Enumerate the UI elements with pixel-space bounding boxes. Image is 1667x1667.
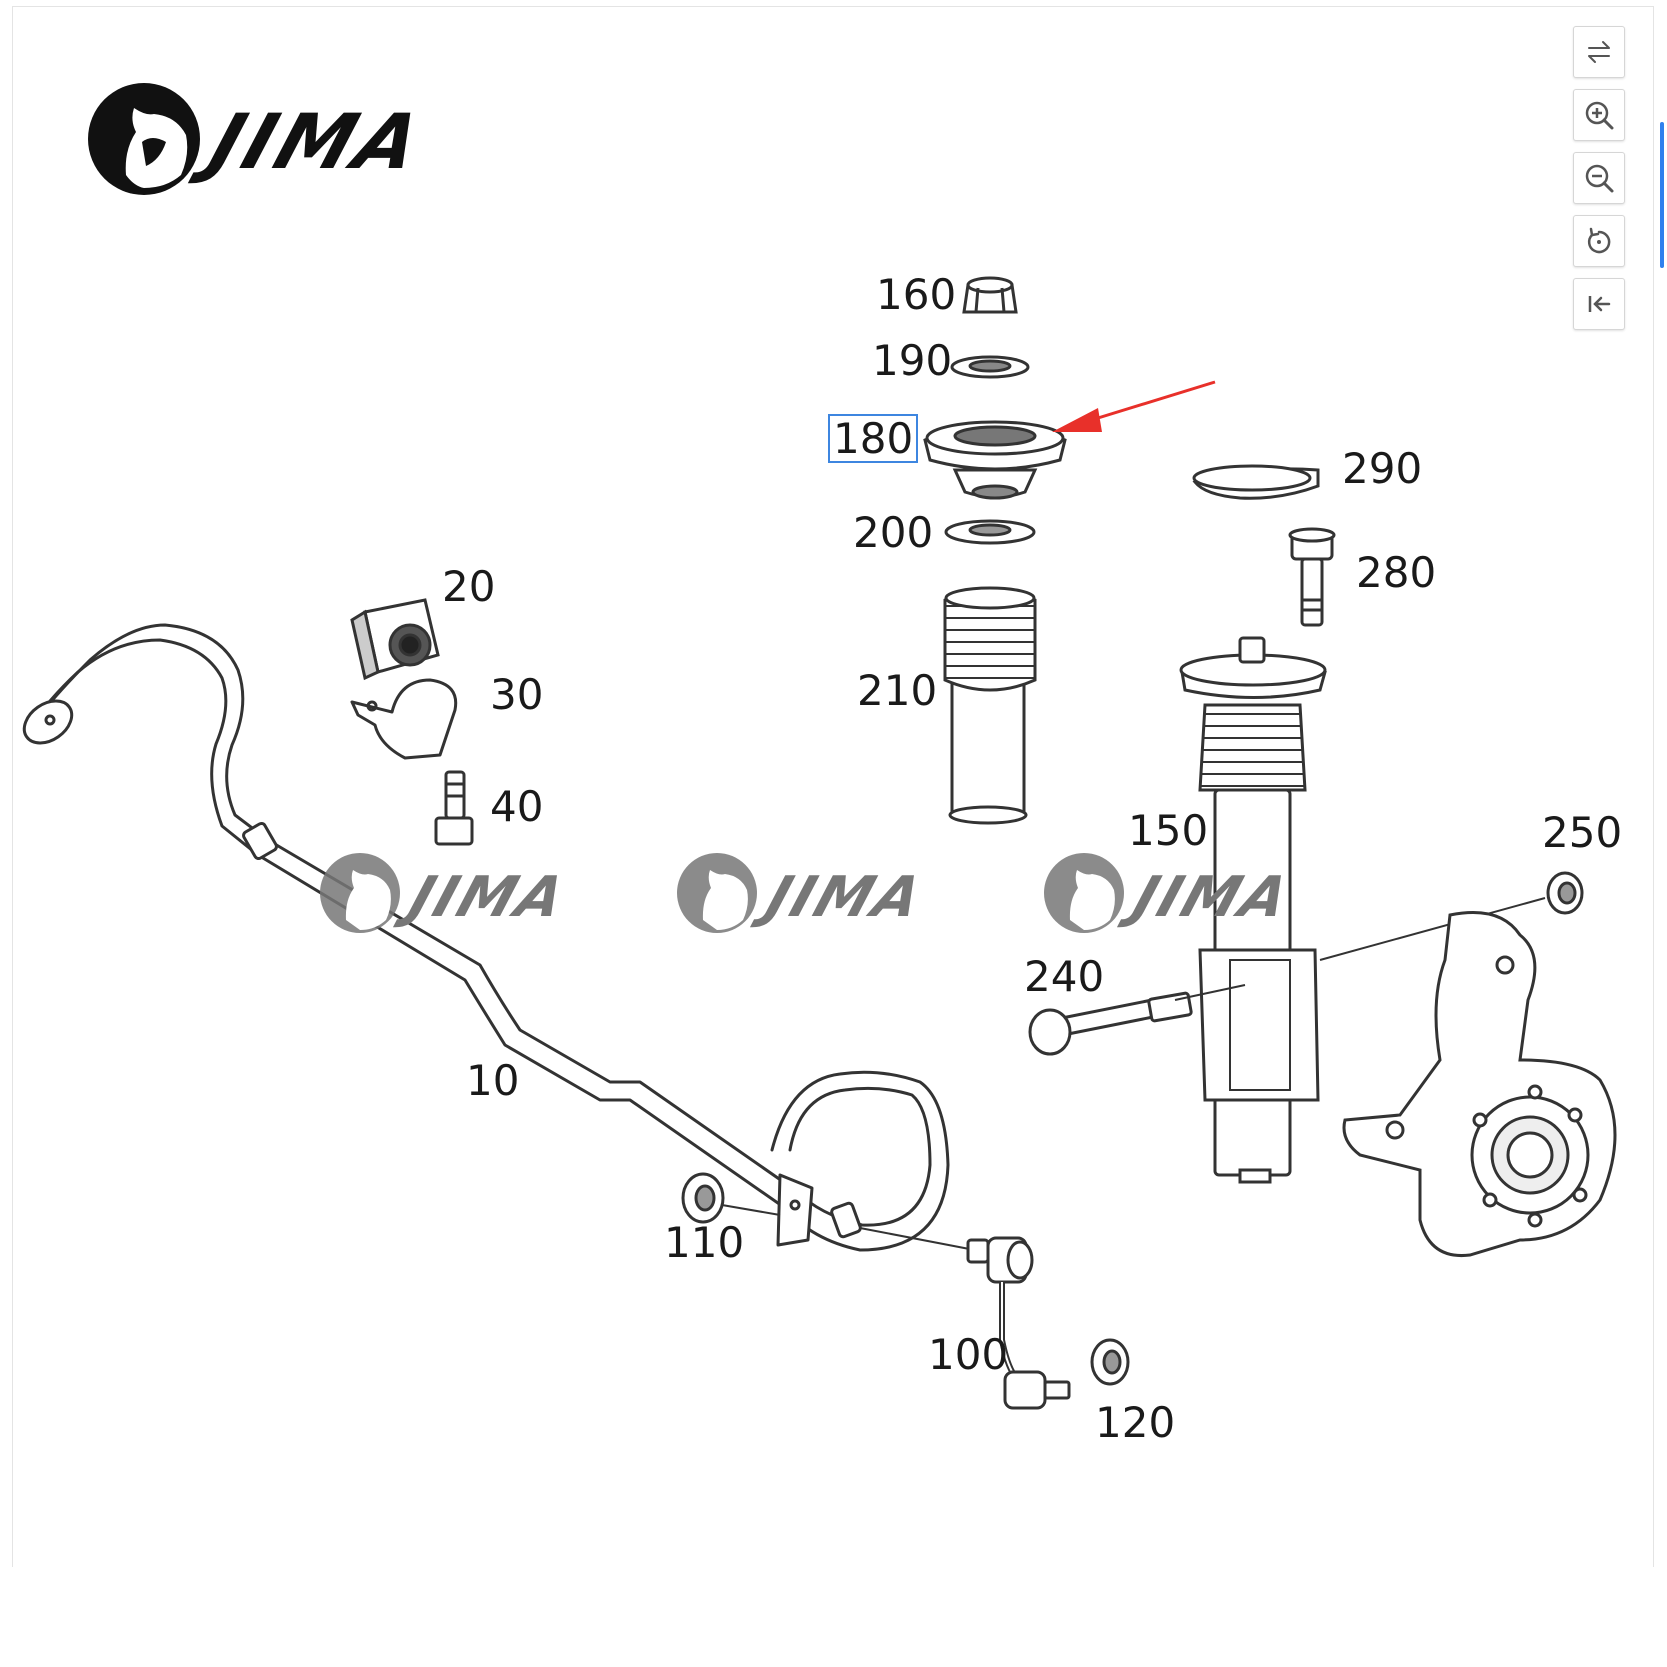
zoom-in-icon [1585, 101, 1614, 130]
strut-assembly-part[interactable] [1179, 636, 1327, 1184]
dust-boot-part[interactable] [943, 586, 1037, 825]
callout-290[interactable]: 290 [1342, 444, 1423, 493]
steering-knuckle-part[interactable] [1342, 911, 1617, 1258]
callout-280[interactable]: 280 [1356, 548, 1437, 597]
zoom-in-button[interactable] [1573, 89, 1625, 141]
strut-knuckle-bolt-part[interactable] [1028, 984, 1246, 1056]
stabilizer-link-part[interactable] [859, 1227, 1071, 1410]
collapse-left-icon [1588, 296, 1611, 312]
top-nut-part[interactable] [962, 276, 1018, 314]
watermark-logo: JIMA [1042, 848, 1342, 942]
stabilizer-bar-part[interactable] [16, 623, 950, 1252]
callout-30[interactable]: 30 [490, 670, 544, 719]
highlight-arrow [1052, 380, 1216, 432]
watermark-text: JIMA [749, 864, 933, 929]
stabilizer-bushing-part[interactable] [350, 598, 440, 681]
diagram-frame [12, 6, 1654, 1567]
watermark-logo: JIMA [318, 848, 618, 942]
callout-160[interactable]: 160 [876, 270, 957, 319]
watermark-text: JIMA [1116, 864, 1300, 929]
washer-part[interactable] [950, 355, 1030, 379]
callout-10[interactable]: 10 [466, 1056, 520, 1105]
callout-190[interactable]: 190 [872, 336, 953, 385]
brand-name: JIMA [187, 99, 435, 187]
watermark-logo: JIMA [675, 848, 975, 942]
callout-20[interactable]: 20 [442, 562, 496, 611]
horse-head-icon: JIMA [1044, 853, 1300, 933]
callout-120[interactable]: 120 [1095, 1398, 1176, 1447]
horse-head-icon: JIMA [677, 853, 933, 933]
knuckle-nut-part[interactable] [1319, 871, 1584, 961]
callout-250[interactable]: 250 [1542, 808, 1623, 857]
bracket-bolt-part[interactable] [434, 770, 474, 846]
callout-100[interactable]: 100 [928, 1330, 1009, 1379]
zoom-out-button[interactable] [1573, 152, 1625, 204]
horse-head-icon: JIMA [88, 83, 435, 195]
horse-head-icon: JIMA [320, 853, 576, 933]
callout-40[interactable]: 40 [490, 782, 544, 831]
callout-110[interactable]: 110 [664, 1218, 745, 1267]
bushing-bracket-part[interactable] [350, 678, 458, 760]
zoom-out-icon [1585, 164, 1614, 193]
swap-button[interactable] [1573, 26, 1625, 78]
stabilizer-nut-part[interactable] [681, 1172, 781, 1224]
strut-top-bolt-part[interactable] [1288, 527, 1336, 627]
callout-240[interactable]: 240 [1024, 952, 1105, 1001]
watermark-text: JIMA [392, 864, 576, 929]
callout-200[interactable]: 200 [853, 508, 934, 557]
rotate-button[interactable] [1573, 215, 1625, 267]
spring-pad-part[interactable] [1192, 464, 1320, 500]
brand-logo: JIMA [86, 80, 506, 202]
collapse-button[interactable] [1573, 278, 1625, 330]
callout-210[interactable]: 210 [857, 666, 938, 715]
spring-plate-part[interactable] [944, 519, 1036, 545]
scroll-indicator[interactable] [1660, 122, 1664, 268]
callout-150[interactable]: 150 [1128, 806, 1209, 855]
swap-icon [1588, 41, 1610, 63]
rotate-icon [1587, 227, 1611, 254]
callout-180[interactable]: 180 [828, 414, 919, 463]
strut-mount-part[interactable] [923, 420, 1067, 500]
link-nut-part[interactable] [1090, 1338, 1130, 1386]
